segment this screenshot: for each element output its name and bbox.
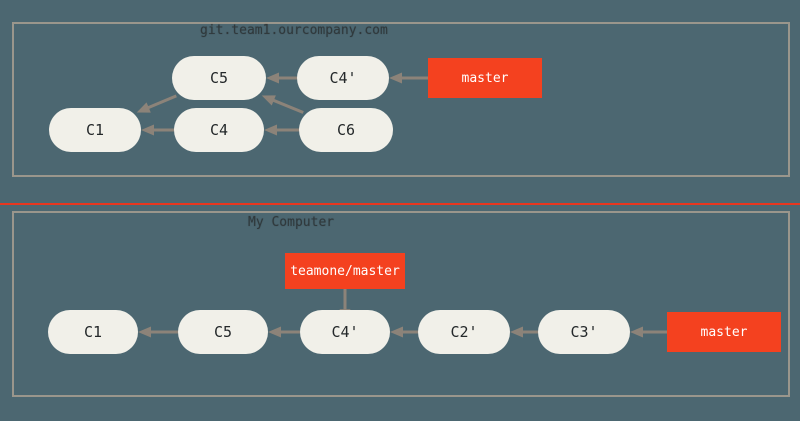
commit-node[interactable]: C4'	[300, 310, 390, 354]
commit-node[interactable]: C6	[299, 108, 393, 152]
branch-label-master[interactable]: master	[667, 312, 781, 352]
commit-node[interactable]: C5	[172, 56, 266, 100]
commit-node[interactable]: C1	[49, 108, 141, 152]
panel-remote-title: git.team1.ourcompany.com	[200, 23, 388, 38]
branch-label-master[interactable]: master	[428, 58, 542, 98]
commit-node[interactable]: C4'	[297, 56, 389, 100]
panel-remote-repository	[12, 22, 790, 177]
panel-local-repository	[12, 211, 790, 397]
commit-node[interactable]: C5	[178, 310, 268, 354]
branch-label-teamone-master[interactable]: teamone/master	[285, 253, 405, 289]
panel-local-title: My Computer	[248, 215, 335, 230]
commit-node[interactable]: C1	[48, 310, 138, 354]
commit-node[interactable]: C2'	[418, 310, 510, 354]
commit-node[interactable]: C3'	[538, 310, 630, 354]
commit-node[interactable]: C4	[174, 108, 264, 152]
panel-separator-line	[0, 203, 800, 205]
